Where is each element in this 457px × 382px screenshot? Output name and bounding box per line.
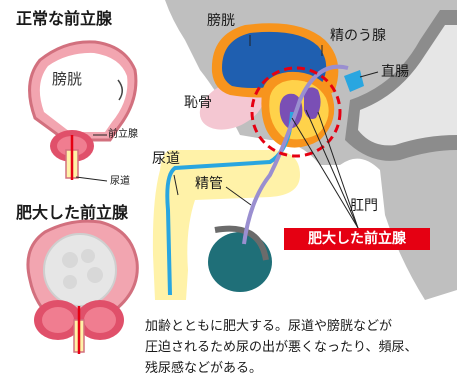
normal-prostate-figure [28,40,138,182]
leader-badge-1 [291,117,359,229]
rectum-lumen [358,25,457,146]
leader-badge-2 [305,109,359,229]
enlarged-prostate-badge: 肥大した前立腺 [284,228,430,250]
leader-urethra [173,174,179,196]
leader-vas [225,186,252,206]
leader-rectum [359,71,379,78]
section-bladder-label: 膀胱 [207,13,235,29]
rectum-tip [344,70,364,92]
testis [208,232,272,292]
normal-prostate-title: 正常な前立腺 [16,9,113,28]
caption-text: 加齢とともに肥大する。尿道や膀胱などが 圧迫されるため尿の出が悪くなったり、頻尿… [145,319,418,376]
vas-deferens-label: 精管 [195,176,223,192]
vas-deferens-line [242,64,349,245]
pubic-bone-label: 恥骨 [184,95,212,111]
leader-badge-3 [317,111,359,229]
highlight-circle [250,66,342,158]
enlarged-prostate-title: 肥大した前立腺 [16,203,129,222]
enlarged-prostate-figure [26,219,139,354]
rectum-label: 直腸 [381,64,409,80]
normal-prostate-label: 前立腺 [108,129,138,140]
normal-bladder-label: 膀胱 [52,70,83,88]
seminal-vesicle-label: 精のう腺 [330,28,386,44]
anus-label: 肛門 [350,198,378,214]
normal-urethra-label: 尿道 [110,176,130,187]
scrotum-line [214,225,269,261]
section-urethra-label: 尿道 [152,151,180,167]
